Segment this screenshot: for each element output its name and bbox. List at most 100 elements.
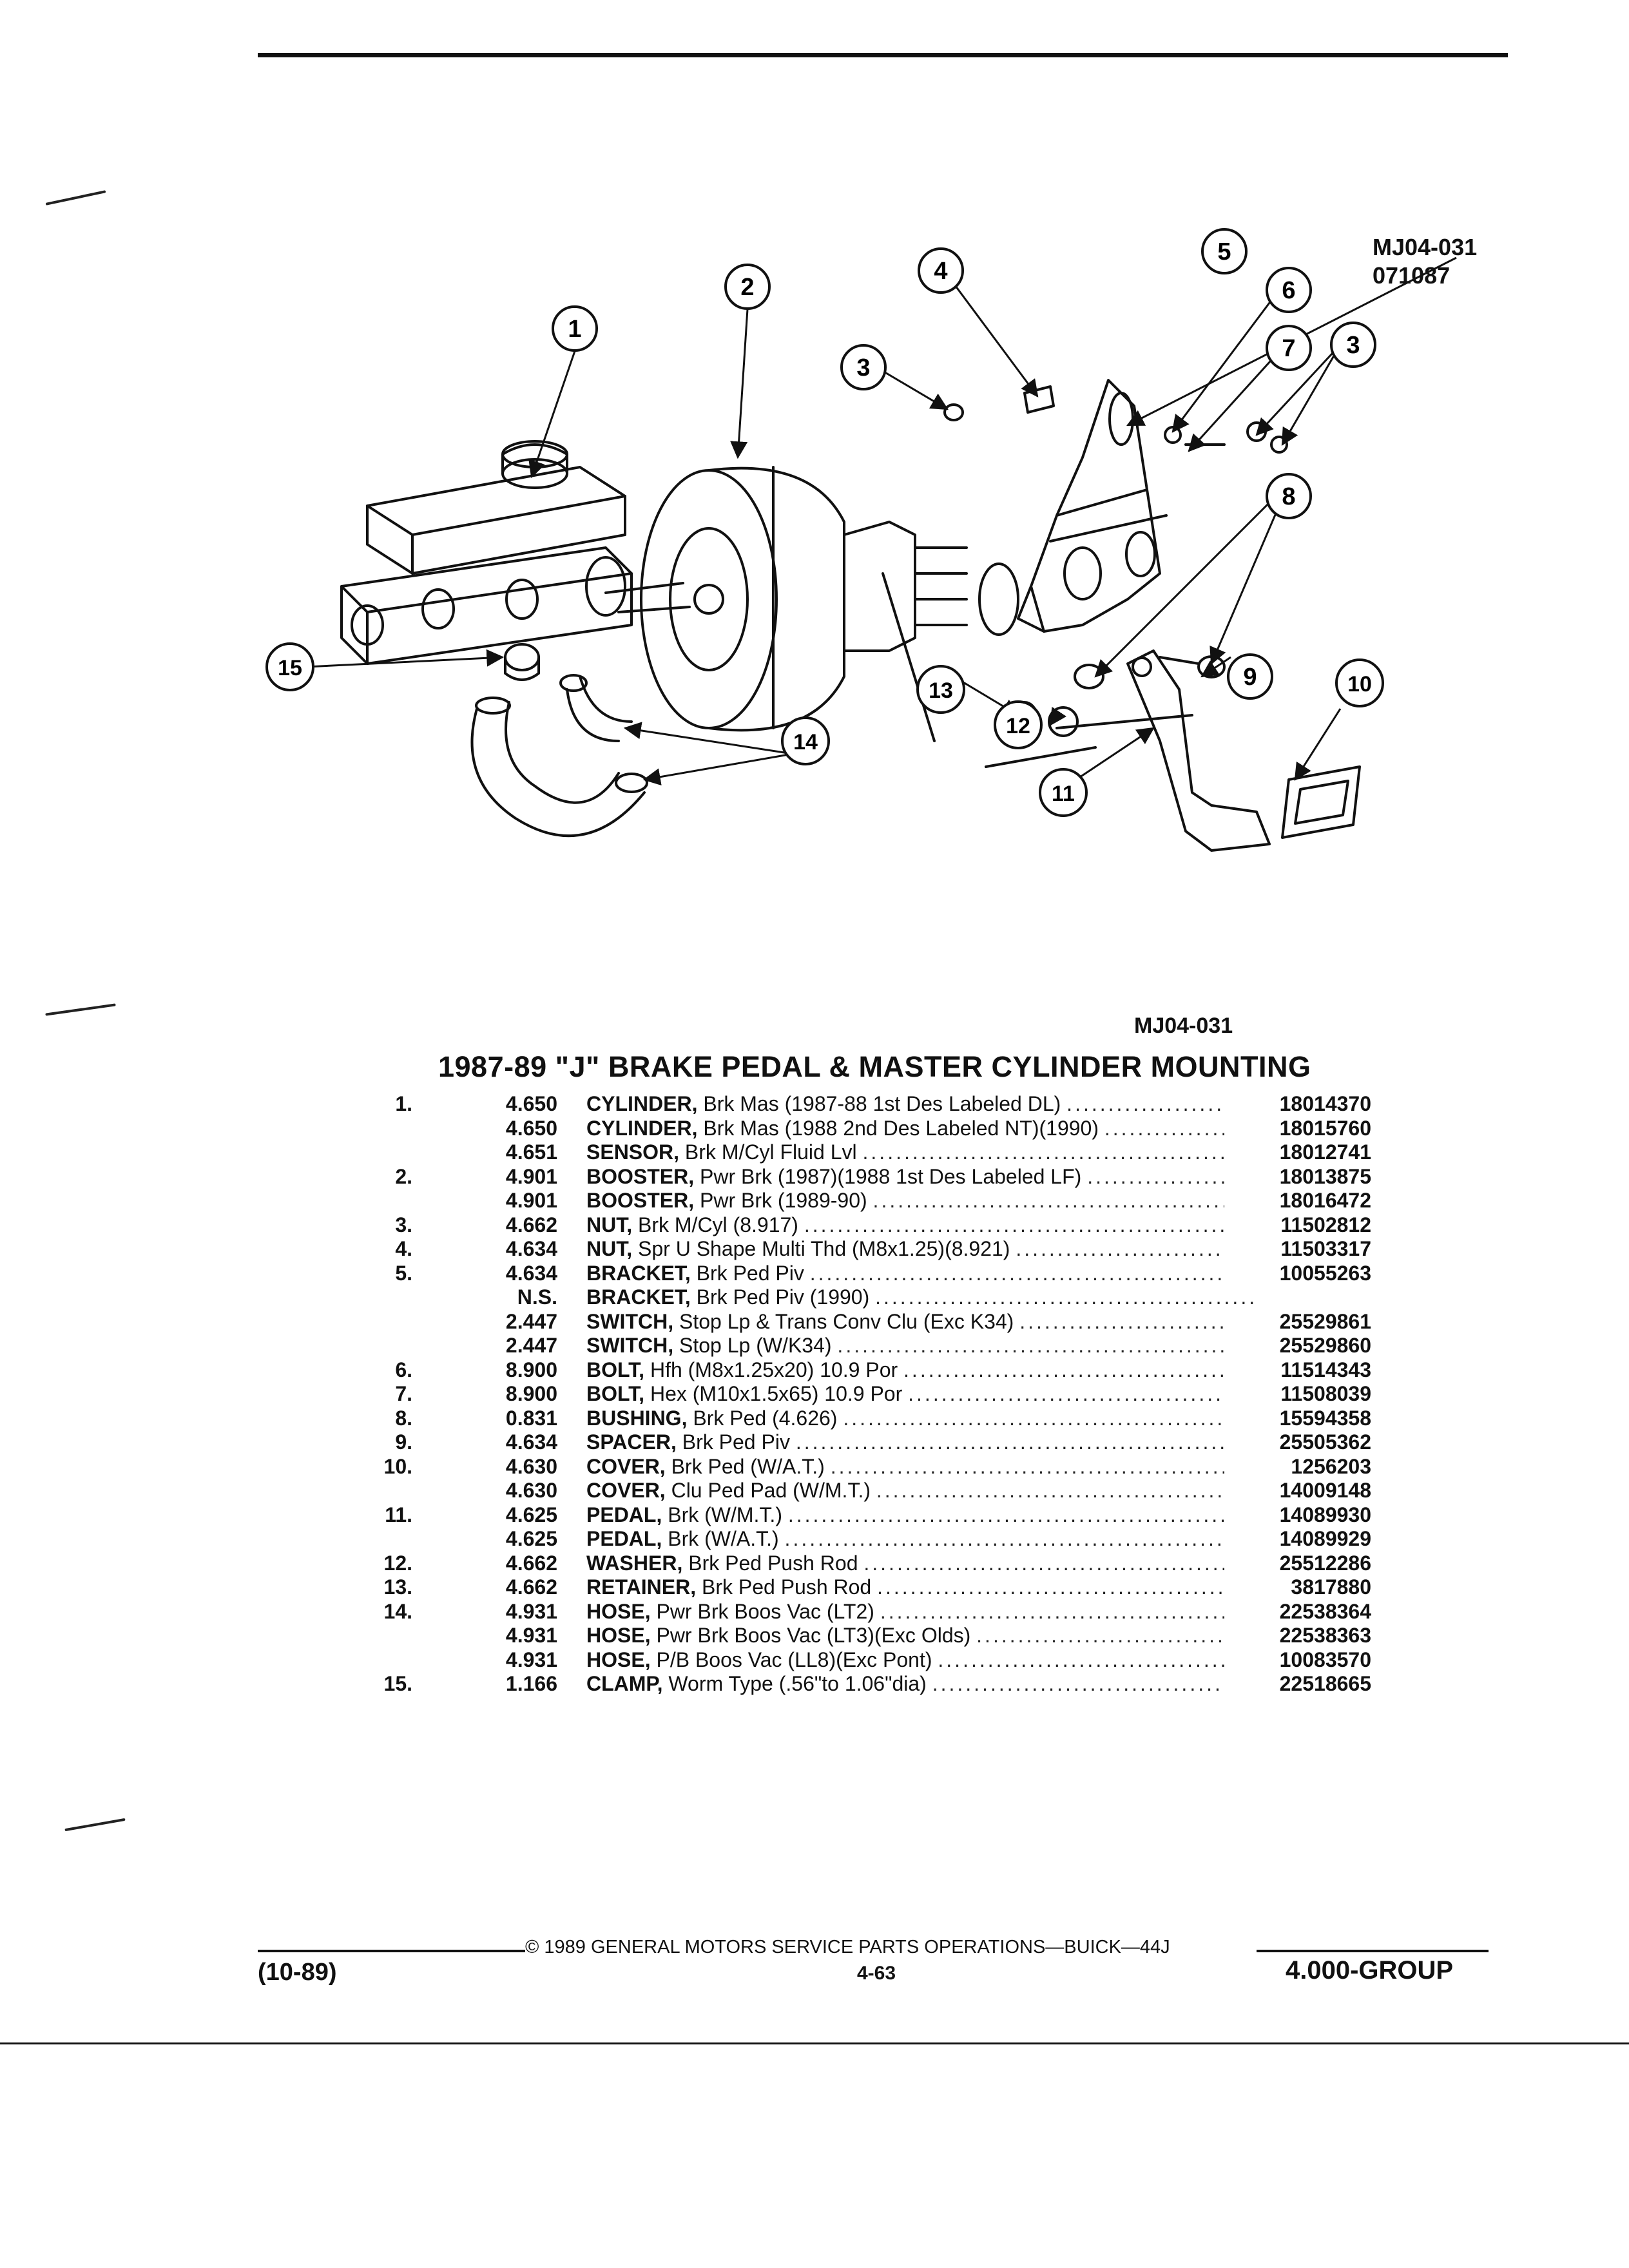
- footer-group: 4.000-GROUP: [1286, 1956, 1454, 1984]
- part-description: HOSE, P/B Boos Vac (LL8)(Exc Pont) .....…: [586, 1648, 1257, 1673]
- part-description: SWITCH, Stop Lp & Trans Conv Clu (Exc K3…: [586, 1310, 1257, 1334]
- svg-text:7: 7: [1282, 335, 1295, 362]
- leader-dots: ........................................…: [862, 1140, 1257, 1164]
- leader-dots: ........................................…: [809, 1261, 1257, 1285]
- footer-rule-bottom: [0, 2042, 1629, 2044]
- part-name: NUT,: [586, 1237, 633, 1260]
- svg-text:3: 3: [1346, 332, 1360, 359]
- part-number: 25529860: [1224, 1334, 1371, 1358]
- callout-6: 6: [1266, 267, 1312, 313]
- part-description: NUT, Spr U Shape Multi Thd (M8x1.25)(8.9…: [586, 1237, 1257, 1262]
- pedal-pad-cover: [1281, 765, 1361, 839]
- item-number: 9.: [395, 1430, 412, 1454]
- footer-rule-left: [258, 1950, 525, 1952]
- group-number: 2.447: [505, 1334, 557, 1357]
- part-number: 11508039: [1224, 1382, 1371, 1407]
- leader-dots: ........................................…: [837, 1334, 1257, 1357]
- group-number: 4.662: [505, 1575, 557, 1599]
- item-number: 10.: [383, 1454, 412, 1478]
- part-number: 14009148: [1224, 1479, 1371, 1503]
- svg-text:3: 3: [856, 354, 870, 381]
- group-number: 4.630: [505, 1479, 557, 1502]
- group-number: 2.447: [505, 1309, 557, 1333]
- brake-pedal: [1055, 649, 1271, 852]
- part-name: NUT,: [586, 1213, 633, 1236]
- item-number: 4.: [395, 1237, 412, 1260]
- part-description: PEDAL, Brk (W/A.T.) ....................…: [586, 1527, 1257, 1552]
- part-number: 22518665: [1224, 1672, 1371, 1696]
- leader-dots: ........................................…: [877, 1575, 1257, 1599]
- scan-mark: [45, 1003, 116, 1016]
- part-name: PEDAL,: [586, 1527, 662, 1550]
- part-detail: Brk Ped (W/A.T.): [671, 1454, 825, 1478]
- part-detail: Brk Ped Push Rod: [688, 1551, 858, 1575]
- group-number: 4.634: [505, 1261, 557, 1285]
- footer-copyright: © 1989 GENERAL MOTORS SERVICE PARTS OPER…: [525, 1937, 1170, 1957]
- part-name: HOSE,: [586, 1599, 651, 1623]
- svg-text:9: 9: [1243, 664, 1257, 691]
- group-number: 0.831: [505, 1406, 557, 1430]
- part-description: RETAINER, Brk Ped Push Rod .............…: [586, 1575, 1257, 1600]
- part-number: 10083570: [1224, 1648, 1371, 1672]
- item-number: 14.: [383, 1599, 412, 1623]
- svg-text:12: 12: [1006, 714, 1030, 738]
- leader-dots: ........................................…: [795, 1430, 1257, 1454]
- part-description: CLAMP, Worm Type (.56"to 1.06"dia) .....…: [586, 1672, 1257, 1696]
- master-cylinder-body: [340, 546, 633, 665]
- svg-text:10: 10: [1347, 672, 1372, 697]
- part-number: 18015760: [1224, 1116, 1371, 1140]
- part-detail: Clu Ped Pad (W/M.T.): [671, 1479, 871, 1502]
- part-name: RETAINER,: [586, 1575, 697, 1599]
- part-detail: Brk M/Cyl Fluid Lvl: [684, 1140, 857, 1164]
- group-number: 4.931: [505, 1624, 557, 1647]
- diagram-ref-label-below: MJ04-031: [1134, 1014, 1233, 1038]
- part-number: 22538364: [1224, 1599, 1371, 1624]
- leader-dots: ........................................…: [830, 1454, 1257, 1478]
- part-description: BOOSTER, Pwr Brk (1989-90) .............…: [586, 1189, 1257, 1213]
- part-detail: Brk Ped Piv (1990): [696, 1285, 870, 1309]
- part-name: WASHER,: [586, 1551, 683, 1575]
- part-number: 1256203: [1224, 1454, 1371, 1479]
- part-detail: Brk Ped (4.626): [693, 1406, 838, 1430]
- part-description: BOLT, Hfh (M8x1.25x20) 10.9 Por ........…: [586, 1358, 1257, 1383]
- item-number: 3.: [395, 1213, 412, 1236]
- part-name: BOLT,: [586, 1382, 645, 1405]
- part-detail: Pwr Brk Boos Vac (LT2): [656, 1599, 874, 1623]
- part-name: BUSHING,: [586, 1406, 688, 1430]
- group-number: 1.166: [505, 1672, 557, 1695]
- callout-3b: 3: [1330, 322, 1376, 368]
- part-detail: Brk (W/M.T.): [668, 1503, 782, 1526]
- leader-dots: ........................................…: [784, 1527, 1257, 1550]
- part-detail: Brk Ped Push Rod: [701, 1575, 872, 1599]
- scan-mark: [64, 1818, 126, 1832]
- callout-circles: 1 2 3 4 5 6 7 3 8 9 10 11 12 13 14 15: [265, 228, 1384, 817]
- part-name: PEDAL,: [586, 1503, 662, 1526]
- callout-11: 11: [1039, 768, 1088, 817]
- part-number: 10055263: [1224, 1261, 1371, 1285]
- part-detail: Brk Mas (1988 2nd Des Labeled NT)(1990): [703, 1116, 1099, 1140]
- part-detail: Brk Mas (1987-88 1st Des Labeled DL): [703, 1092, 1061, 1115]
- part-name: BOOSTER,: [586, 1164, 695, 1188]
- callout-5: 5: [1201, 228, 1248, 274]
- part-number: 18013875: [1224, 1164, 1371, 1189]
- part-description: WASHER, Brk Ped Push Rod ...............…: [586, 1552, 1257, 1576]
- item-number: 11.: [385, 1503, 412, 1526]
- svg-text:13: 13: [929, 678, 953, 703]
- part-detail: Pwr Brk (1989-90): [700, 1189, 867, 1212]
- hardware-small-parts: [943, 385, 1288, 768]
- part-description: BUSHING, Brk Ped (4.626) ...............…: [586, 1407, 1257, 1431]
- part-description: CYLINDER, Brk Mas (1987-88 1st Des Label…: [586, 1092, 1257, 1117]
- part-name: SWITCH,: [586, 1334, 674, 1357]
- part-description: SWITCH, Stop Lp (W/K34) ................…: [586, 1334, 1257, 1358]
